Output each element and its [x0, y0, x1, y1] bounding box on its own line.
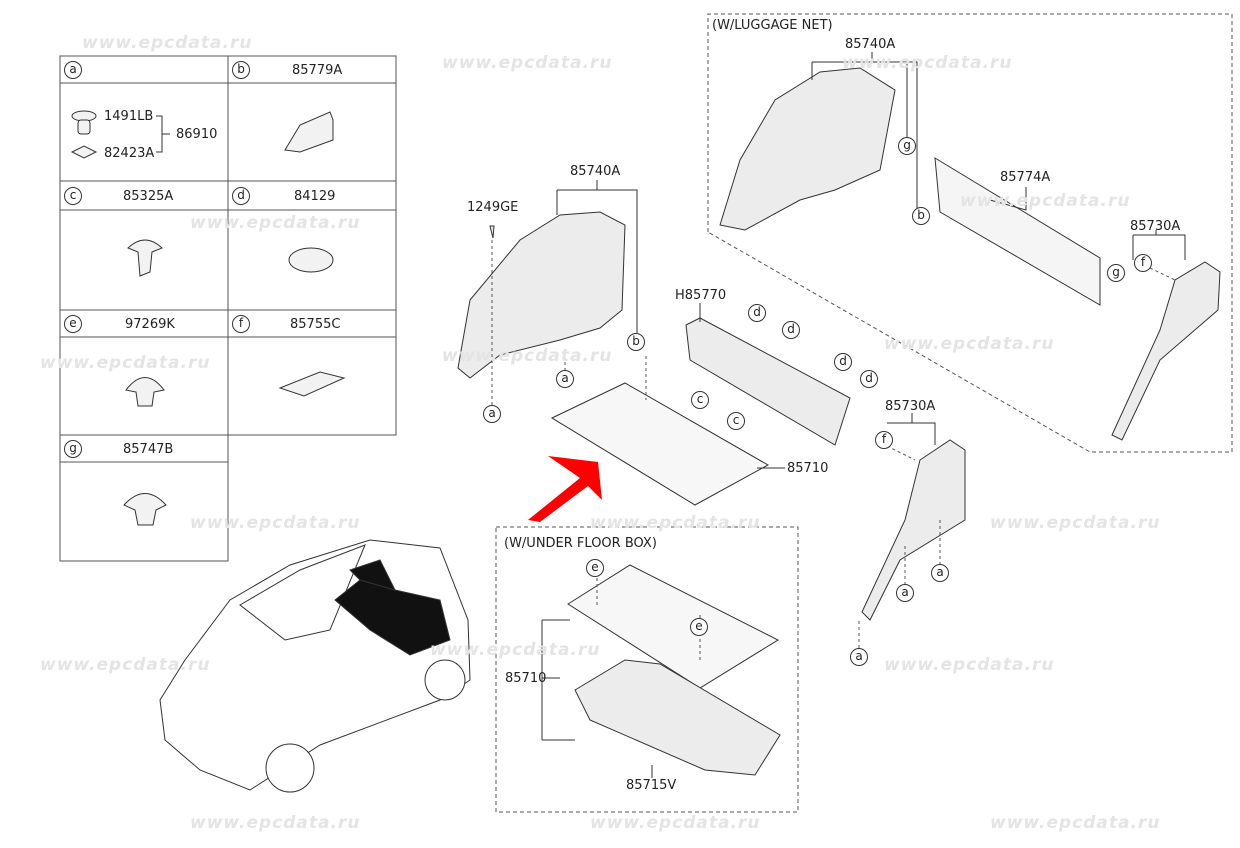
label-85730a[interactable]: 85730A: [885, 399, 936, 414]
label-h85770[interactable]: H85770: [675, 288, 727, 303]
net-trim-85740a-shape: [719, 67, 896, 231]
part-d-icon: [288, 247, 334, 273]
legend-part-c: 85325A: [123, 189, 174, 204]
callout-e: e: [586, 559, 604, 577]
label-1249ge[interactable]: 1249GE: [467, 200, 519, 215]
legend-part-e: 97269K: [125, 317, 175, 332]
callout-g: g: [898, 137, 916, 155]
callout-b: b: [627, 333, 645, 351]
legend-letter-e: e: [64, 315, 82, 333]
callout-c: c: [727, 412, 745, 430]
callout-a: a: [850, 648, 868, 666]
callout-f: f: [875, 431, 893, 449]
bolt-1249ge-shape: [489, 225, 495, 239]
watermark: www.epcdata.ru: [442, 346, 613, 366]
trim-85740a-shape: [457, 211, 626, 379]
callout-e: e: [690, 618, 708, 636]
luggage-net-box: [707, 13, 1233, 453]
part-g-icon: [123, 493, 167, 526]
label-under-85710[interactable]: 85710: [505, 671, 547, 686]
legend-part-g: 85747B: [123, 442, 174, 457]
under-floor-box-85715v-shape: [574, 659, 781, 776]
legend-letter-b: b: [232, 61, 250, 79]
watermark: www.epcdata.ru: [884, 655, 1055, 675]
luggage-net-title: (W/LUGGAGE NET): [712, 18, 833, 33]
watermark: www.epcdata.ru: [190, 213, 361, 233]
callout-a: a: [556, 370, 574, 388]
label-net-85730a[interactable]: 85730A: [1130, 219, 1181, 234]
legend-letter-c: c: [64, 187, 82, 205]
callout-d: d: [834, 353, 852, 371]
watermark: www.epcdata.ru: [430, 640, 601, 660]
legend-letter-a: a: [64, 61, 82, 79]
legend-part-b: 85779A: [292, 63, 343, 78]
under-floor-mat-shape: [567, 564, 780, 689]
label-85710[interactable]: 85710: [787, 461, 829, 476]
callout-d: d: [782, 321, 800, 339]
callout-d: d: [860, 370, 878, 388]
label-85715v[interactable]: 85715V: [626, 778, 677, 793]
label-85740a[interactable]: 85740A: [570, 164, 621, 179]
part-1491lb-label: 1491LB: [104, 109, 154, 124]
watermark: www.epcdata.ru: [82, 33, 253, 53]
part-c-icon: [127, 239, 163, 277]
trim-85730a-shape: [861, 439, 966, 621]
watermark: www.epcdata.ru: [990, 513, 1161, 533]
watermark: www.epcdata.ru: [40, 655, 211, 675]
washer-82423a-icon: [70, 145, 98, 159]
callout-g: g: [1107, 264, 1125, 282]
legend-table-grid: [59, 55, 397, 562]
legend-letter-d: d: [232, 187, 250, 205]
luggage-net-85774a-shape: [934, 157, 1101, 306]
callout-a: a: [931, 564, 949, 582]
watermark: www.epcdata.ru: [40, 353, 211, 373]
legend-part-d: 84129: [294, 189, 336, 204]
part-86910-label: 86910: [176, 127, 218, 142]
legend-letter-g: g: [64, 440, 82, 458]
red-arrow-icon: [528, 456, 602, 522]
watermark: www.epcdata.ru: [990, 813, 1161, 833]
part-82423a-label: 82423A: [104, 146, 155, 161]
watermark: www.epcdata.ru: [190, 813, 361, 833]
part-e-icon: [125, 377, 165, 407]
callout-a: a: [483, 405, 501, 423]
watermark: www.epcdata.ru: [442, 53, 613, 73]
legend-letter-f: f: [232, 315, 250, 333]
watermark: www.epcdata.ru: [960, 191, 1131, 211]
callout-f: f: [1134, 254, 1152, 272]
label-85774a[interactable]: 85774A: [1000, 170, 1051, 185]
floor-mat-85710-shape: [550, 382, 770, 506]
callout-c: c: [691, 391, 709, 409]
label-net-85740a[interactable]: 85740A: [845, 37, 896, 52]
watermark: www.epcdata.ru: [842, 53, 1013, 73]
callout-b: b: [912, 207, 930, 225]
under-floor-title: (W/UNDER FLOOR BOX): [504, 536, 657, 551]
net-side-trim-85730a-shape: [1111, 261, 1221, 441]
under-floor-box-frame: [495, 526, 799, 813]
watermark: www.epcdata.ru: [190, 513, 361, 533]
watermark: www.epcdata.ru: [884, 334, 1055, 354]
sill-trim-h85770-shape: [685, 317, 851, 446]
callout-a: a: [896, 584, 914, 602]
legend-part-f: 85755C: [290, 317, 341, 332]
part-f-icon: [278, 371, 346, 397]
part-b-icon: [284, 111, 334, 153]
watermark: www.epcdata.ru: [590, 813, 761, 833]
callout-d: d: [748, 304, 766, 322]
watermark: www.epcdata.ru: [590, 513, 761, 533]
